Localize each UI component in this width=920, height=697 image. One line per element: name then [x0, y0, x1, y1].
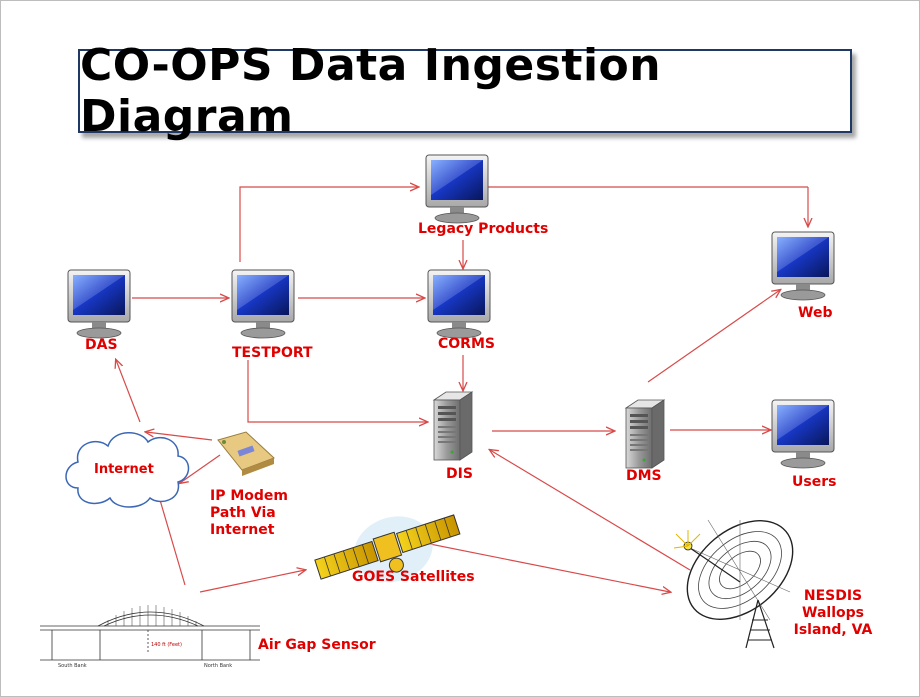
- bridge-icon: [40, 605, 260, 661]
- internet-cloud-icon: [65, 432, 190, 508]
- arrow-modem-internet: [146, 432, 213, 441]
- goes-satellites-label: GOES Satellites: [352, 569, 475, 585]
- connections: [116, 187, 808, 592]
- das-monitor-icon: [67, 269, 131, 339]
- diagram-title: CO-OPS Data Ingestion Diagram: [80, 40, 662, 142]
- dis-server-icon: [433, 391, 473, 461]
- satellite-dish-icon: [673, 519, 794, 649]
- arrow-internet-das: [116, 360, 141, 423]
- nesdis-label: NESDIS Wallops Island, VA: [793, 588, 873, 638]
- corms-label: CORMS: [438, 336, 495, 352]
- testport-label: TESTPORT: [232, 345, 313, 361]
- arrow-testport-legacy: [239, 187, 418, 262]
- legacy-products-label: Legacy Products: [418, 221, 549, 237]
- air-gap-sensor-label: Air Gap Sensor: [258, 637, 376, 653]
- bridge-south-bank-label: South Bank: [58, 663, 87, 669]
- arrow-sensor-goes: [199, 570, 305, 593]
- corms-monitor-icon: [427, 269, 491, 339]
- users-label: Users: [792, 474, 837, 490]
- testport-monitor-icon: [231, 269, 295, 339]
- arrow-modem-internet-2: [180, 454, 221, 483]
- web-label: Web: [798, 305, 833, 321]
- das-label: DAS: [85, 337, 118, 353]
- bridge-clearance-label: 140 ft (Feet): [151, 642, 182, 648]
- dis-label: DIS: [446, 466, 473, 482]
- users-monitor-icon: [771, 399, 835, 469]
- satellite-icon: [314, 514, 461, 583]
- bridge-north-bank-label: North Bank: [204, 663, 232, 669]
- modem-icon: [217, 431, 275, 476]
- dms-server-icon: [625, 399, 665, 469]
- internet-label: Internet: [94, 462, 154, 477]
- dms-label: DMS: [626, 468, 662, 484]
- title-box: CO-OPS Data Ingestion Diagram: [78, 40, 852, 142]
- line-sensor-internet: [159, 499, 186, 586]
- legacy-monitor-icon: [425, 154, 489, 224]
- arrow-testport-dis: [247, 360, 427, 422]
- arrow-nesdis-dis: [490, 450, 691, 571]
- web-monitor-icon: [771, 231, 835, 301]
- arrow-goes-nesdis: [409, 539, 670, 592]
- ip-modem-label: IP Modem Path Via Internet: [210, 488, 288, 538]
- arrow-dms-web: [647, 290, 780, 383]
